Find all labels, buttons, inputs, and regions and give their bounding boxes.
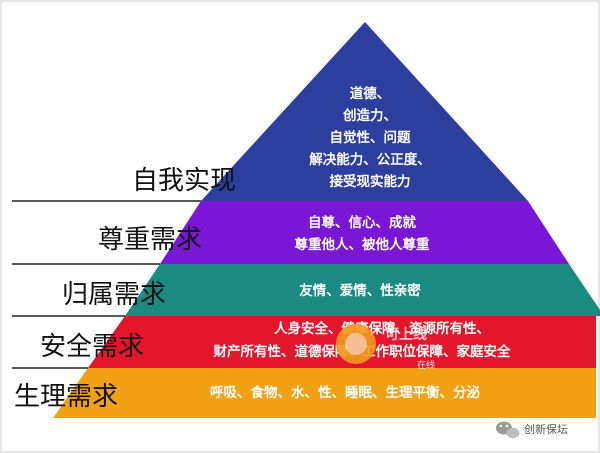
wechat-icon [496, 421, 520, 439]
self-actualization-line-1: 道德、 [350, 85, 391, 102]
band-texts: 道德、 创造力、 自觉性、问题 解决能力、公正度、 接受现实能力 自尊、信心、成… [210, 85, 511, 401]
label-physiological: 生理需求 [14, 382, 118, 412]
stamp-circle [336, 324, 376, 364]
safety-line-1: 人身安全、健康保障、资源所有性、 [274, 320, 490, 337]
stamp-logo: 可上线 在线 [336, 324, 435, 371]
watermark-text: 创新保坛 [524, 422, 568, 436]
band-self-actualization [201, 22, 528, 201]
self-actualization-line-3: 自觉性、问题 [330, 129, 411, 146]
esteem-line-1: 自尊、信心、成就 [308, 214, 416, 231]
stamp-inner [345, 333, 367, 355]
esteem-line-2: 尊重他人、被他人尊重 [295, 236, 430, 253]
label-self-actualization: 自我实现 [132, 166, 236, 196]
self-actualization-line-4: 解决能力、公正度、 [309, 151, 431, 168]
level-labels: 自我实现 尊重需求 归属需求 安全需求 生理需求 [14, 166, 236, 412]
self-actualization-line-5: 接受现实能力 [330, 173, 411, 190]
band-esteem [160, 201, 569, 264]
level-dividers [12, 200, 201, 369]
label-belonging: 归属需求 [62, 280, 166, 310]
stamp-text: 可上线 [385, 326, 427, 343]
band-physiological [53, 368, 596, 418]
self-actualization-line-2: 创造力、 [342, 107, 397, 124]
belonging-line-1: 友情、爱情、性亲密 [299, 282, 421, 299]
label-safety: 安全需求 [40, 332, 144, 362]
stamp-subtext: 在线 [417, 359, 435, 371]
label-esteem: 尊重需求 [98, 225, 202, 255]
band-belonging [125, 264, 600, 316]
physiological-line-1: 呼吸、食物、水、性、睡眠、生理平衡、分泌 [210, 384, 480, 401]
watermark: 创新保坛 [496, 421, 568, 439]
